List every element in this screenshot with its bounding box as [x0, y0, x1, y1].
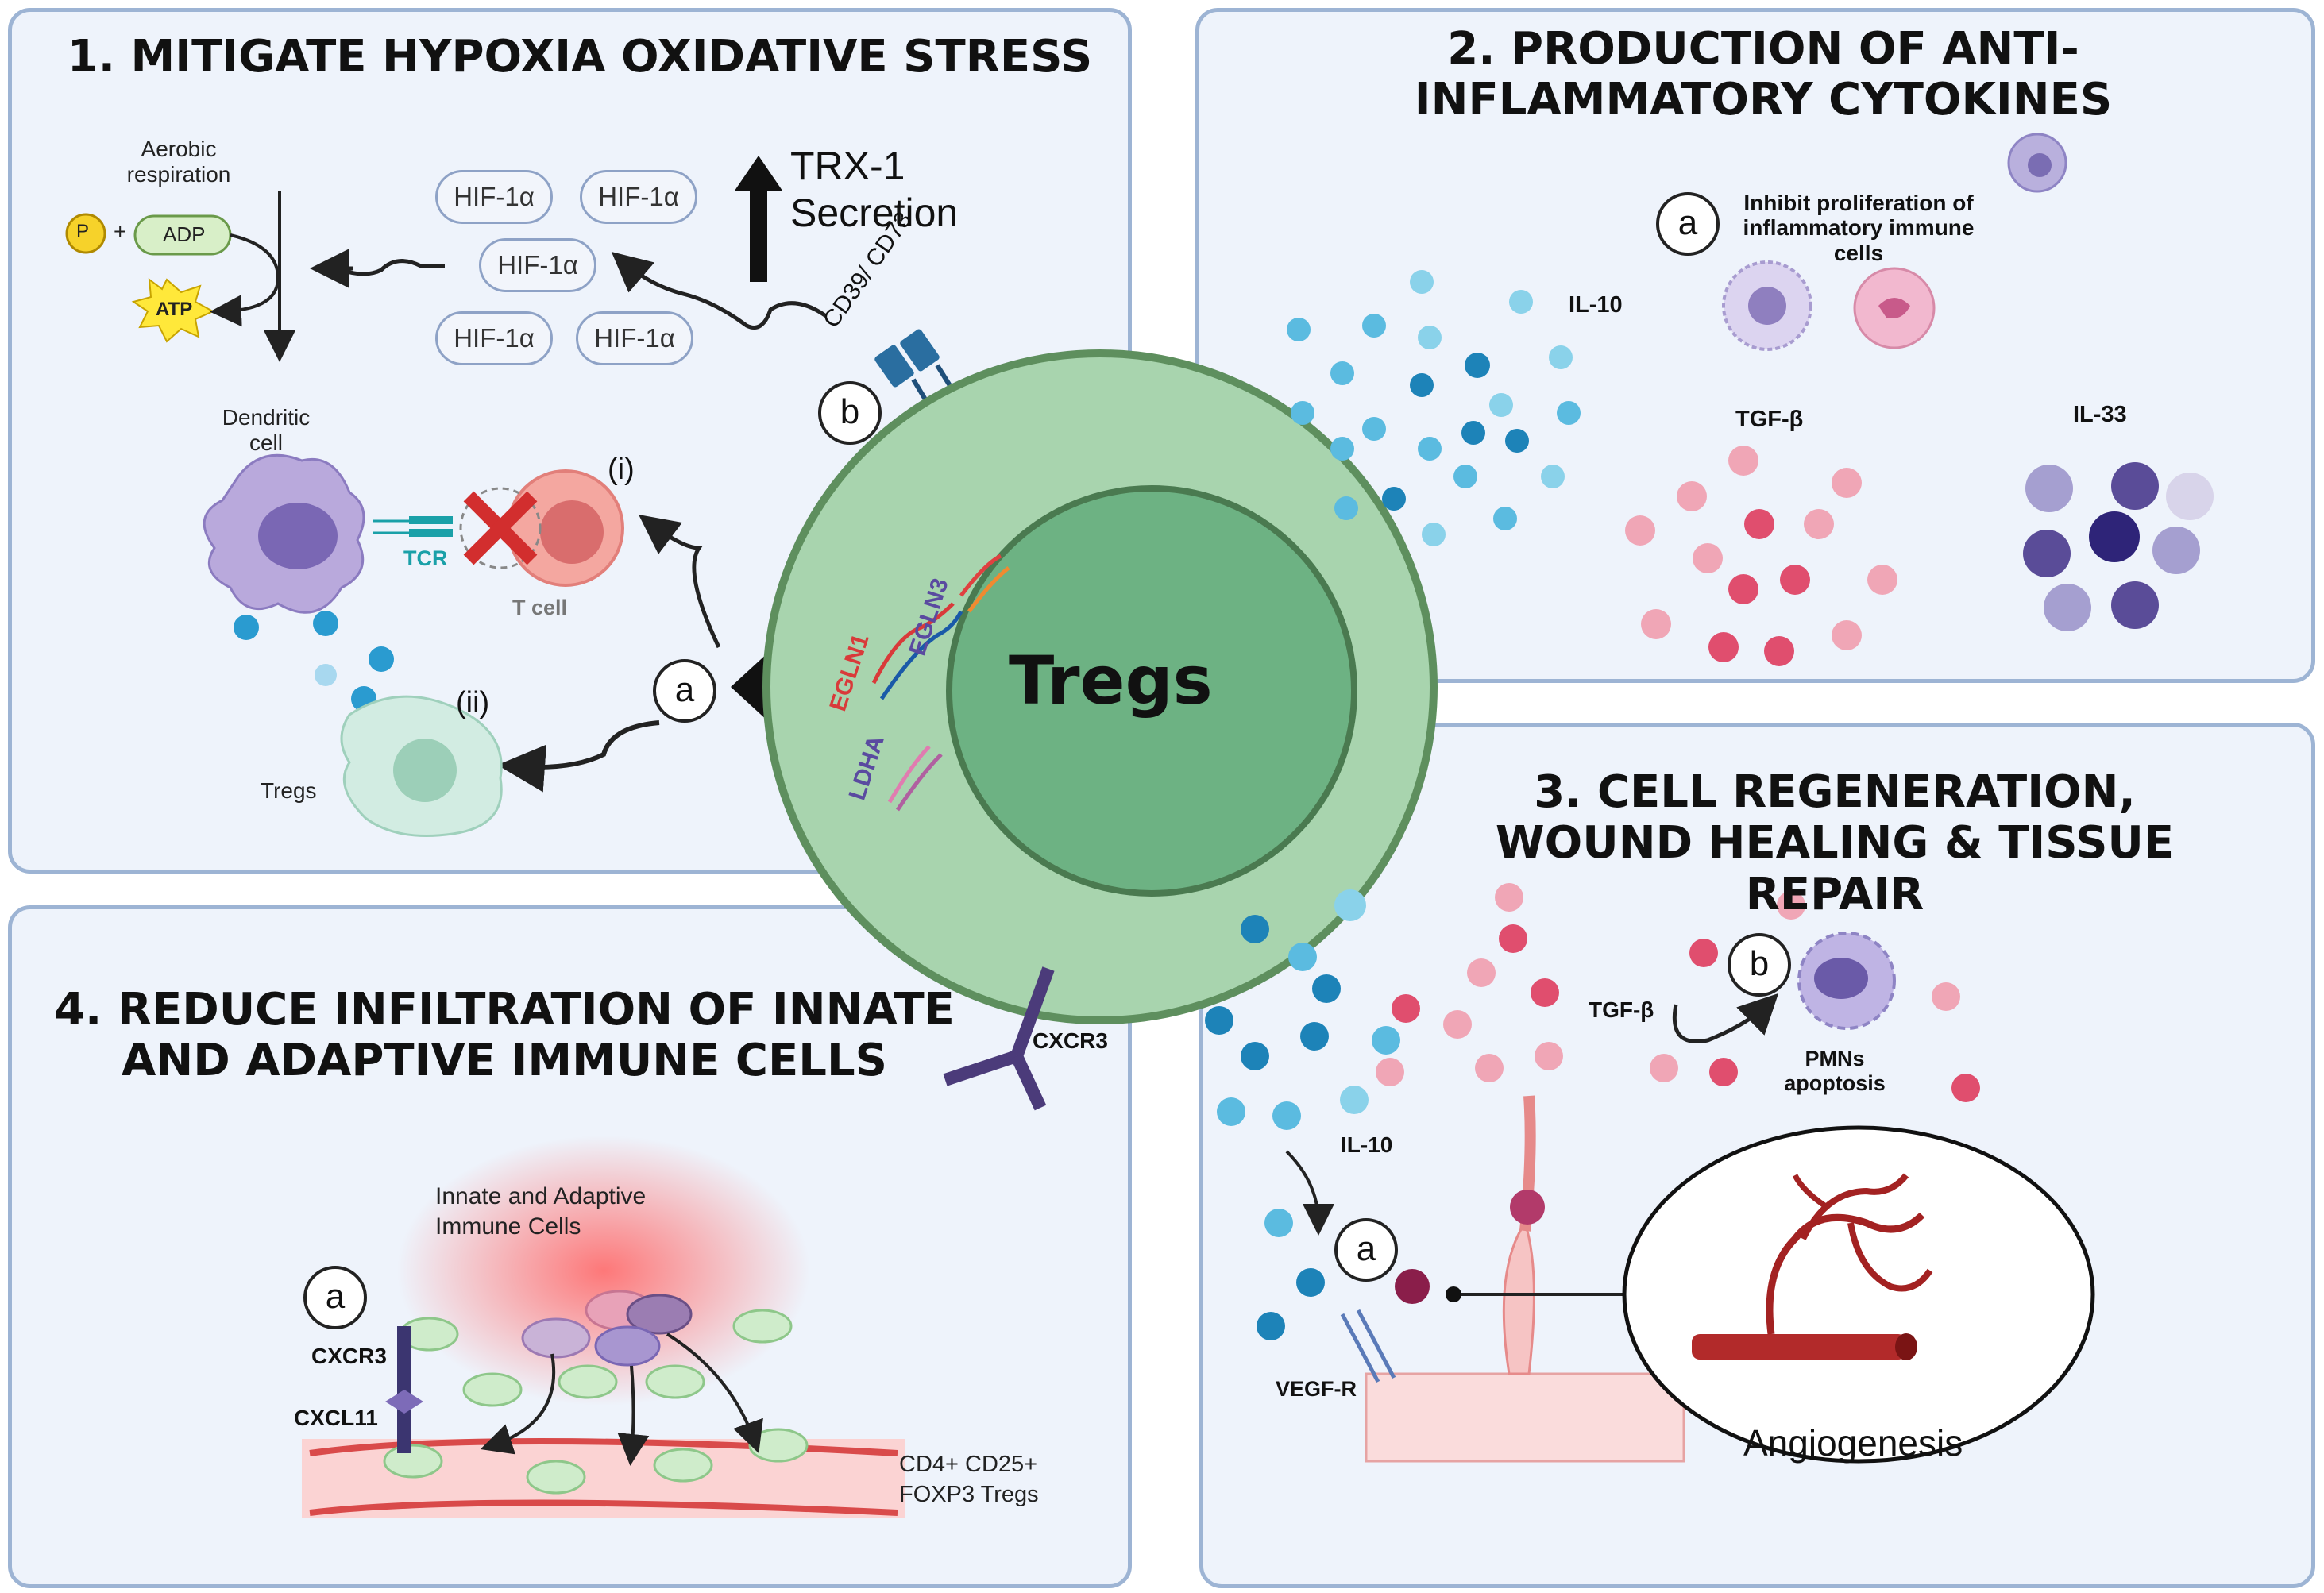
- il10-particles-panel3: [1205, 889, 1400, 1340]
- cd4-label: CD4+ CD25+ FOXP3 Tregs: [899, 1452, 1039, 1507]
- cxcl11-label: CXCL11: [294, 1406, 378, 1430]
- circle-a-panel4: a: [303, 1266, 367, 1329]
- cxcr3-cxcl11-icon: [385, 1326, 423, 1453]
- treg-cell-icon: [762, 349, 1438, 1024]
- inflammatory-cell-icons: [1722, 133, 2067, 351]
- small-treg-cell-icon: [340, 695, 503, 837]
- il10-label-panel2: IL-10: [1569, 292, 1623, 318]
- pmn-cell-icon: [1797, 932, 1896, 1030]
- hif-label-3: HIF-1α: [479, 238, 596, 292]
- t-cell-icon: [459, 469, 624, 587]
- phosphate-label: P: [76, 221, 90, 242]
- atp-star-icon: [131, 277, 215, 343]
- tregs-small-label: Tregs: [261, 778, 317, 803]
- il10-particles: [1287, 270, 1581, 546]
- panel1-title: 1. MITIGATE HYPOXIA OXIDATIVE STRESS: [67, 31, 1093, 83]
- atp-label: ATP: [156, 299, 193, 320]
- circle-a-panel3: a: [1334, 1218, 1398, 1282]
- il-33-particles: [2023, 462, 2214, 631]
- cxcr3-receptor-icon: [943, 966, 1055, 1111]
- hif-label-1: HIF-1α: [435, 170, 553, 224]
- angiogenesis-callout: [1622, 1125, 2095, 1464]
- tgf-beta-label-panel2: TGF-β: [1735, 407, 1804, 432]
- panel2-title: 2. PRODUCTION OF ANTI-INFLAMMATORY CYTOK…: [1414, 23, 2113, 126]
- dendritic-label: Dendritic cell: [222, 405, 311, 455]
- panel4-title: 4. REDUCE INFILTRATION OF INNATE AND ADA…: [54, 984, 955, 1087]
- phosphate-icon: [65, 213, 106, 254]
- il33-label: IL-33: [2073, 402, 2127, 427]
- angiogenesis-label: Angiogenesis: [1743, 1422, 1963, 1464]
- blood-vessel-icon: [1692, 1173, 1933, 1360]
- il10-label-panel3: IL-10: [1341, 1132, 1393, 1157]
- vegf-r-icon: [1340, 1309, 1396, 1383]
- tregs-title: Tregs: [1009, 642, 1213, 719]
- tcr-label: TCR: [403, 546, 448, 570]
- circle-a-panel1: a: [653, 659, 716, 723]
- dendritic-cell-icon: [203, 453, 365, 614]
- cxcr3-center-label: CXCR3: [1033, 1028, 1108, 1053]
- tgf-beta-particles: [1625, 446, 1897, 666]
- endothelium-icon: [1365, 1095, 1685, 1463]
- tgf-beta-particles-panel3: [1376, 883, 1980, 1102]
- circle-a-panel2: a: [1656, 192, 1720, 256]
- pmns-label: PMNs apoptosis: [1784, 1047, 1886, 1096]
- circle-b-panel1: b: [818, 381, 882, 445]
- adp-label: ADP: [163, 222, 206, 246]
- innate-label: Innate and Adaptive Immune Cells: [435, 1183, 647, 1240]
- hif-label-5: HIF-1α: [576, 311, 693, 365]
- vegfr-label: VEGF-R: [1276, 1377, 1357, 1401]
- tcell-label: T cell: [512, 596, 568, 619]
- inhibit-label: Inhibit proliferation of inflammatory im…: [1743, 191, 1975, 265]
- dna-icon: [871, 554, 1010, 812]
- ii-label: (ii): [456, 686, 490, 719]
- circle-b-panel3: b: [1728, 933, 1791, 997]
- plus-label: +: [114, 219, 127, 244]
- hif-label-2: HIF-1α: [580, 170, 697, 224]
- tcr-icon: [373, 516, 453, 537]
- trx-label: TRX-1 Secretion: [790, 144, 959, 235]
- inflammation-glow: [397, 1136, 810, 1406]
- tgf-beta-label-panel3: TGF-β: [1589, 997, 1654, 1022]
- i-label: (i): [608, 453, 635, 486]
- panel3-title: 3. CELL REGENERATION, WOUND HEALING & TI…: [1495, 766, 2175, 920]
- immune-cell-icons: [383, 1290, 809, 1495]
- cxcr3-label-panel4: CXCR3: [311, 1344, 387, 1368]
- hif-label-4: HIF-1α: [435, 311, 553, 365]
- aerobic-label: Aerobic respiration: [126, 137, 231, 187]
- blocked-x-icon: [463, 491, 538, 565]
